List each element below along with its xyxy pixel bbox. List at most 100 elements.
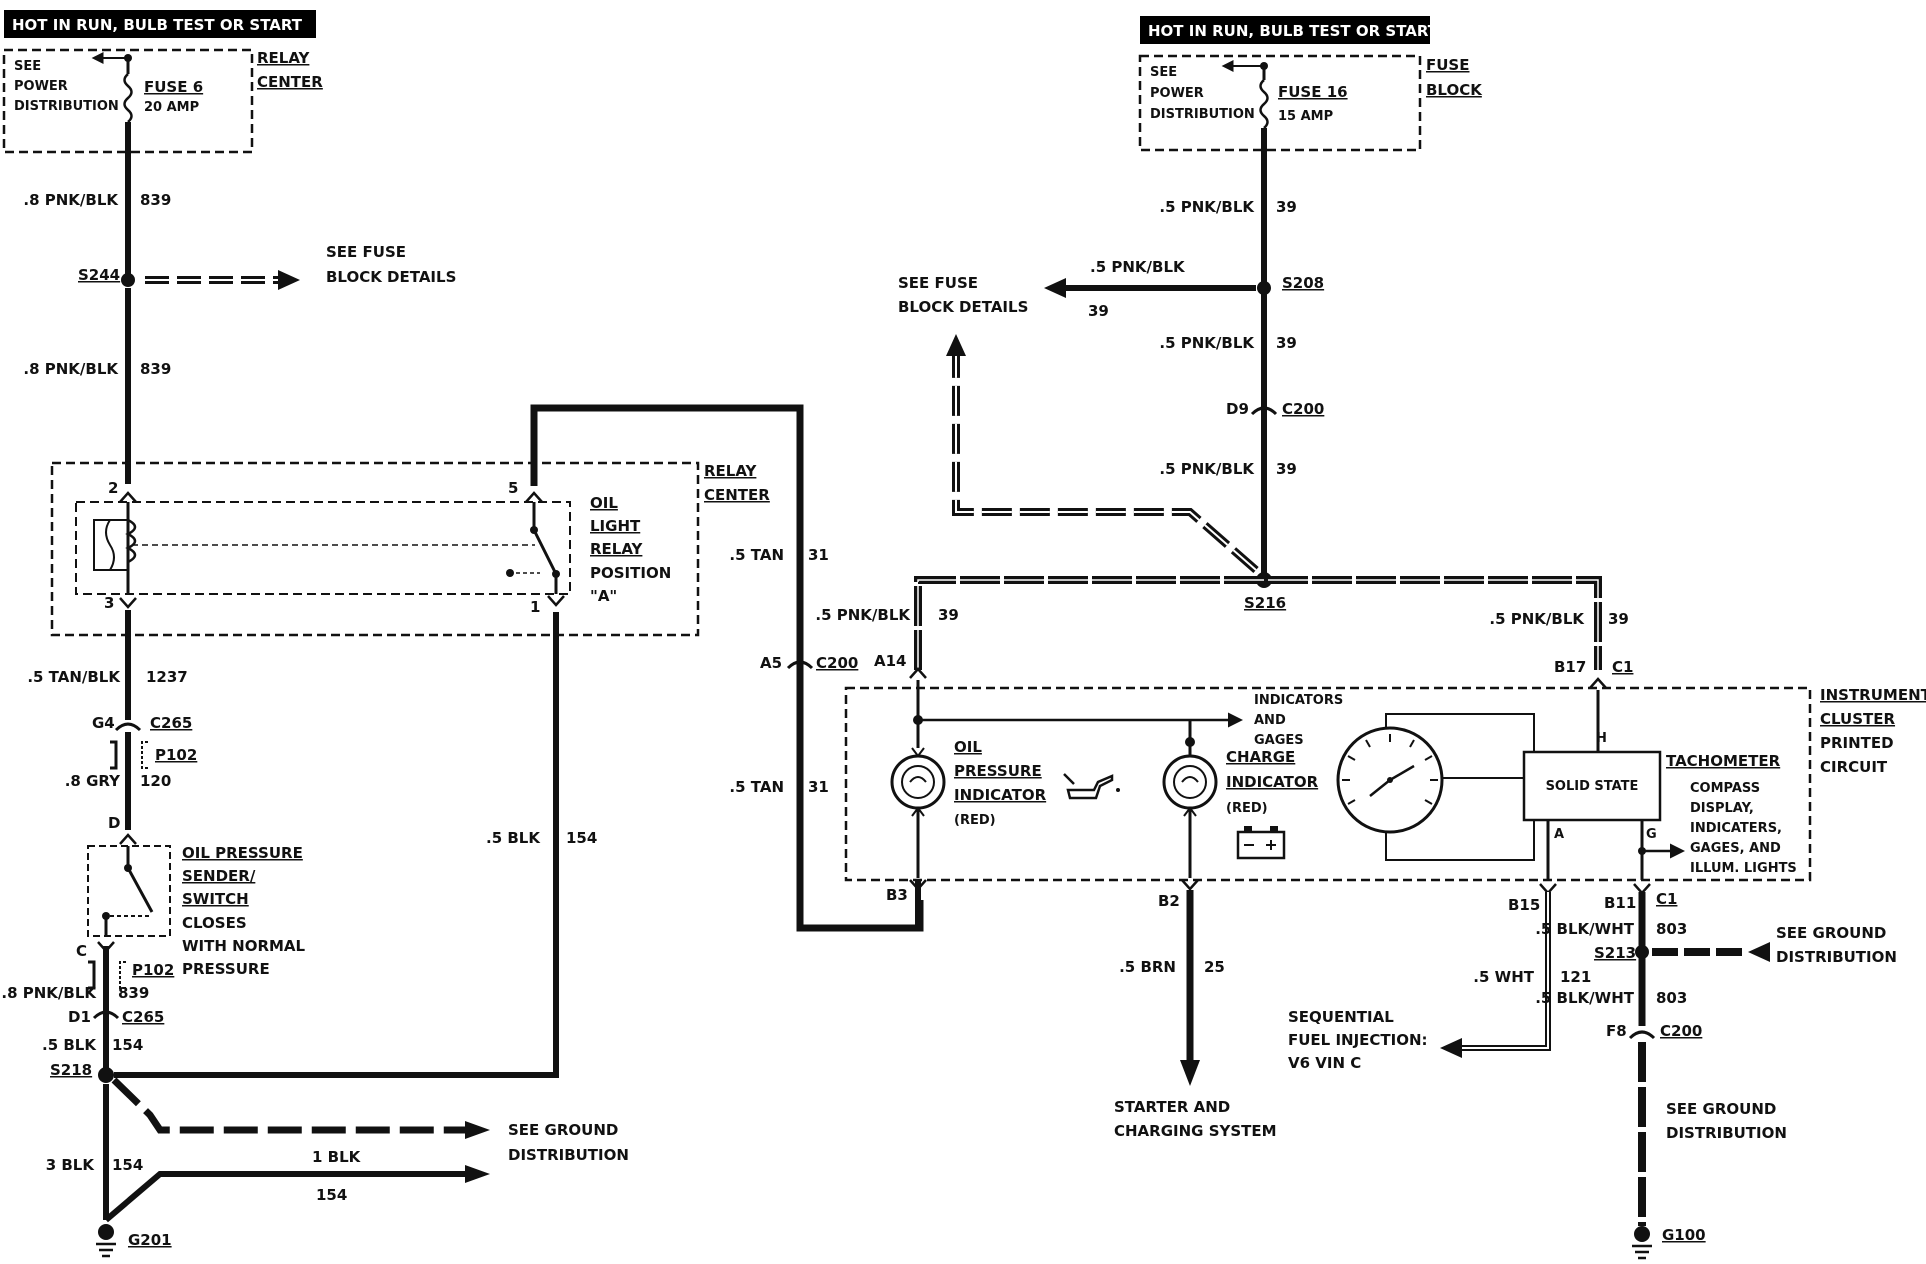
ground-g201-icon <box>96 1224 116 1258</box>
wht-gauge: .5 WHT <box>1473 968 1534 986</box>
left-box-distribution: DISTRIBUTION <box>14 99 119 114</box>
blk-154-wire <box>114 612 559 1078</box>
relay-name-1: OIL <box>590 494 618 512</box>
left-wire1-gauge: .8 PNK/BLK <box>23 191 119 209</box>
right-header-bar <box>1140 16 1430 44</box>
left-box-tag1: RELAY <box>257 49 311 67</box>
sender-text-6: PRESSURE <box>182 960 270 978</box>
relay-center-tag2: CENTER <box>704 486 770 504</box>
c265b-label: C265 <box>122 1008 164 1026</box>
branch-circuit: 39 <box>1088 302 1109 320</box>
splice-s208-label: S208 <box>1282 274 1324 292</box>
charge-ind-2: INDICATOR <box>1226 773 1319 791</box>
cluster-label-1: INSTRUMENT <box>1820 686 1926 704</box>
sender-text-5: WITH NORMAL <box>182 937 306 955</box>
brn-circuit: 25 <box>1204 958 1225 976</box>
d9-c200: C200 <box>1282 400 1324 418</box>
a5-pin: A5 <box>760 654 782 672</box>
tan-lower-gauge: .5 TAN <box>729 778 784 796</box>
wht-circuit: 121 <box>1560 968 1591 986</box>
pin-a14: A14 <box>874 652 906 670</box>
brn-gauge: .5 BRN <box>1119 958 1176 976</box>
p102-label: P102 <box>155 746 197 764</box>
fuse-6-symbol <box>123 73 133 123</box>
right-box-tag1: FUSE <box>1426 56 1469 74</box>
sender-text-3: SWITCH <box>182 890 249 908</box>
left-box-see: SEE <box>14 59 41 74</box>
starter-2: CHARGING SYSTEM <box>1114 1122 1277 1140</box>
p102b-label: P102 <box>132 961 174 979</box>
tach-desc-3: INDICATERS, <box>1690 821 1782 836</box>
left-wire1-circuit: 839 <box>140 191 171 209</box>
left-wire7-gauge: 3 BLK <box>46 1156 96 1174</box>
c265b-pin-d1: D1 <box>68 1008 91 1026</box>
ground-g100-icon <box>1632 1226 1652 1260</box>
tach-desc-2: DISPLAY, <box>1690 801 1754 816</box>
left-wire4-circuit: 120 <box>140 772 171 790</box>
relay-coil <box>125 518 137 564</box>
blkwht2-gauge: .5 BLK/WHT <box>1535 989 1635 1007</box>
indicators-3: GAGES <box>1254 733 1304 748</box>
oil-light-relay-box <box>75 501 571 595</box>
left-wire3-gauge: .5 TAN/BLK <box>27 668 121 686</box>
pin-b2: B2 <box>1158 892 1180 910</box>
fuse-6-label: FUSE 6 <box>144 78 203 96</box>
fuse-16-symbol <box>1259 79 1269 129</box>
connector-c265-top <box>114 722 142 732</box>
right-wire1-gauge: .5 PNK/BLK <box>1159 198 1255 216</box>
f8-c200: C200 <box>1660 1022 1702 1040</box>
sender-switch-blade <box>126 867 154 913</box>
instrument-cluster-box <box>844 686 1812 882</box>
branch-gauge: .5 PNK/BLK <box>1090 258 1186 276</box>
battery-icon <box>1236 826 1286 860</box>
left-feed-circuit: 39 <box>938 606 959 624</box>
d9-pin: D9 <box>1226 400 1249 418</box>
blkwht1-gauge: .5 BLK/WHT <box>1535 920 1635 938</box>
tachometer-gauge-icon <box>1336 726 1444 834</box>
relay-position: POSITION <box>590 564 671 582</box>
splice-s244-label: S244 <box>78 266 120 284</box>
left-header-bar <box>4 10 316 38</box>
pin-g: G <box>1646 827 1657 842</box>
left-ground-ref-1: SEE GROUND <box>508 1121 618 1139</box>
cluster-label-3: PRINTED <box>1820 734 1894 752</box>
sender-text-2: SENDER/ <box>182 867 256 885</box>
connector-c265-bottom <box>92 1010 120 1020</box>
relay-pin-1: 1 <box>530 598 540 616</box>
relay-pin-3: 3 <box>104 594 114 612</box>
left-fuse-details-2: BLOCK DETAILS <box>326 268 456 286</box>
a5-c200: C200 <box>816 654 858 672</box>
right-box-see: SEE <box>1150 65 1177 80</box>
relay-center-box <box>50 461 700 637</box>
splice-s216-label: S216 <box>1244 594 1286 612</box>
splice-s208 <box>1257 281 1271 295</box>
right-fuse-details-1: SEE FUSE <box>898 274 978 292</box>
connector-c200-f8 <box>1628 1030 1656 1040</box>
fuse-6-amp: 20 AMP <box>144 100 199 115</box>
sfi-2: FUEL INJECTION: <box>1288 1031 1428 1049</box>
blk-wire-circuit: 154 <box>566 829 597 847</box>
right-feed-circuit: 39 <box>1608 610 1629 628</box>
splice-s213-label: S213 <box>1594 944 1636 962</box>
pin-b15: B15 <box>1508 896 1540 914</box>
connector-c200-a5 <box>786 660 814 670</box>
fuse-16-amp: 15 AMP <box>1278 109 1333 124</box>
oil-can-icon <box>1063 773 1120 800</box>
right-wire3-circuit: 39 <box>1276 460 1297 478</box>
relay-switch-blade <box>532 529 558 575</box>
c265-label: C265 <box>150 714 192 732</box>
pin-h: H <box>1596 731 1607 746</box>
relay-pin-5: 5 <box>508 479 518 497</box>
splice-s213 <box>1635 945 1649 959</box>
left-wire5-gauge: .8 PNK/BLK <box>1 984 97 1002</box>
left-header: HOT IN RUN, BULB TEST OR START <box>12 16 303 34</box>
sender-pin-d: D <box>108 814 120 832</box>
pin-c1: C1 <box>1612 658 1633 676</box>
relay-position-a: "A" <box>590 587 617 605</box>
right-ground-ref1-2: DISTRIBUTION <box>1776 948 1897 966</box>
sfi-3: V6 VIN C <box>1288 1054 1361 1072</box>
right-ground-ref1-1: SEE GROUND <box>1776 924 1886 942</box>
oil-pressure-sender-box <box>87 845 171 937</box>
left-fuse-details-1: SEE FUSE <box>326 243 406 261</box>
